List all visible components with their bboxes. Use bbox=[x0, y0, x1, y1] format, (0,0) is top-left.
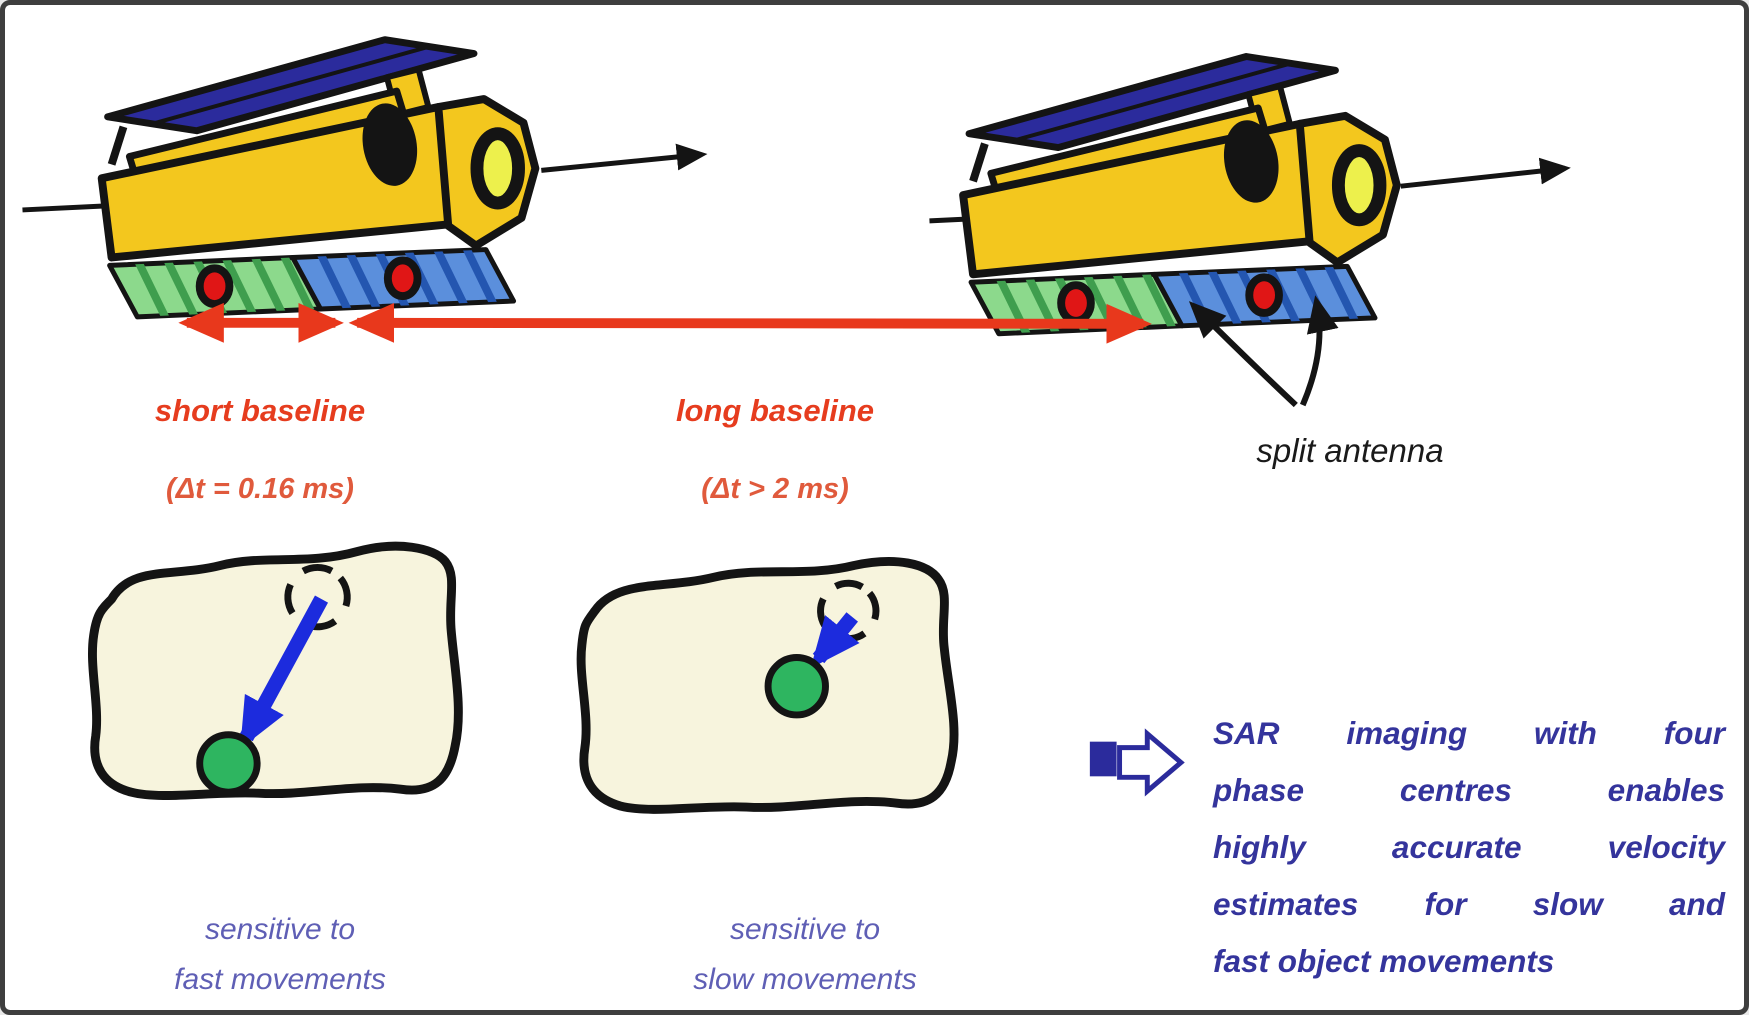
moving-target-dot bbox=[196, 731, 261, 796]
split-antenna-pointer-fore bbox=[1188, 301, 1298, 408]
previous-position-dashed-circle bbox=[817, 579, 880, 643]
sar-note-line: phase centres enables bbox=[1213, 772, 1725, 808]
right-satellite bbox=[963, 56, 1397, 341]
ground-patch-slow bbox=[576, 557, 959, 814]
long-baseline-arrow bbox=[348, 302, 1152, 344]
sar-note-line: fast object movements bbox=[1213, 943, 1555, 979]
sar-note-line: estimates for slow and bbox=[1213, 886, 1725, 922]
fast-caption-line2: fast movements bbox=[174, 963, 386, 996]
slow-caption-line2: slow movements bbox=[693, 963, 917, 996]
short-baseline-label: short baseline bbox=[154, 393, 366, 428]
left-satellite bbox=[102, 40, 536, 325]
fast-movements-caption: sensitive to fast movements bbox=[110, 905, 450, 1005]
diagram-canvas bbox=[22, 5, 1571, 814]
ground-patch-fast bbox=[87, 541, 463, 800]
moving-target-dot bbox=[764, 654, 829, 719]
fast-motion-arrow bbox=[239, 595, 329, 749]
split-antenna-label: split antenna bbox=[1256, 432, 1444, 469]
split-antenna-pointer-aft bbox=[1300, 295, 1339, 407]
previous-position-dashed-circle bbox=[284, 563, 351, 631]
sar-note-line: SAR imaging with four bbox=[1213, 715, 1725, 751]
velocity-arrow-left bbox=[541, 143, 708, 173]
flight-axis-line-left bbox=[22, 203, 104, 213]
slow-movements-caption: sensitive to slow movements bbox=[635, 905, 975, 1005]
velocity-arrow-right bbox=[1400, 157, 1571, 189]
slow-motion-arrow bbox=[810, 612, 860, 669]
long-baseline-label: long baseline bbox=[675, 393, 875, 428]
long-baseline-delta-t: (Δt > 2 ms) bbox=[701, 473, 849, 505]
sar-conclusion-note: SAR imaging with four phase centres enab… bbox=[1213, 705, 1725, 990]
slow-caption-line1: sensitive to bbox=[729, 913, 881, 946]
implies-arrow-icon bbox=[1089, 728, 1185, 797]
short-baseline-delta-t: (Δt = 0.16 ms) bbox=[166, 473, 354, 505]
fast-caption-line1: sensitive to bbox=[204, 913, 356, 946]
sar-note-line: highly accurate velocity bbox=[1213, 829, 1725, 865]
